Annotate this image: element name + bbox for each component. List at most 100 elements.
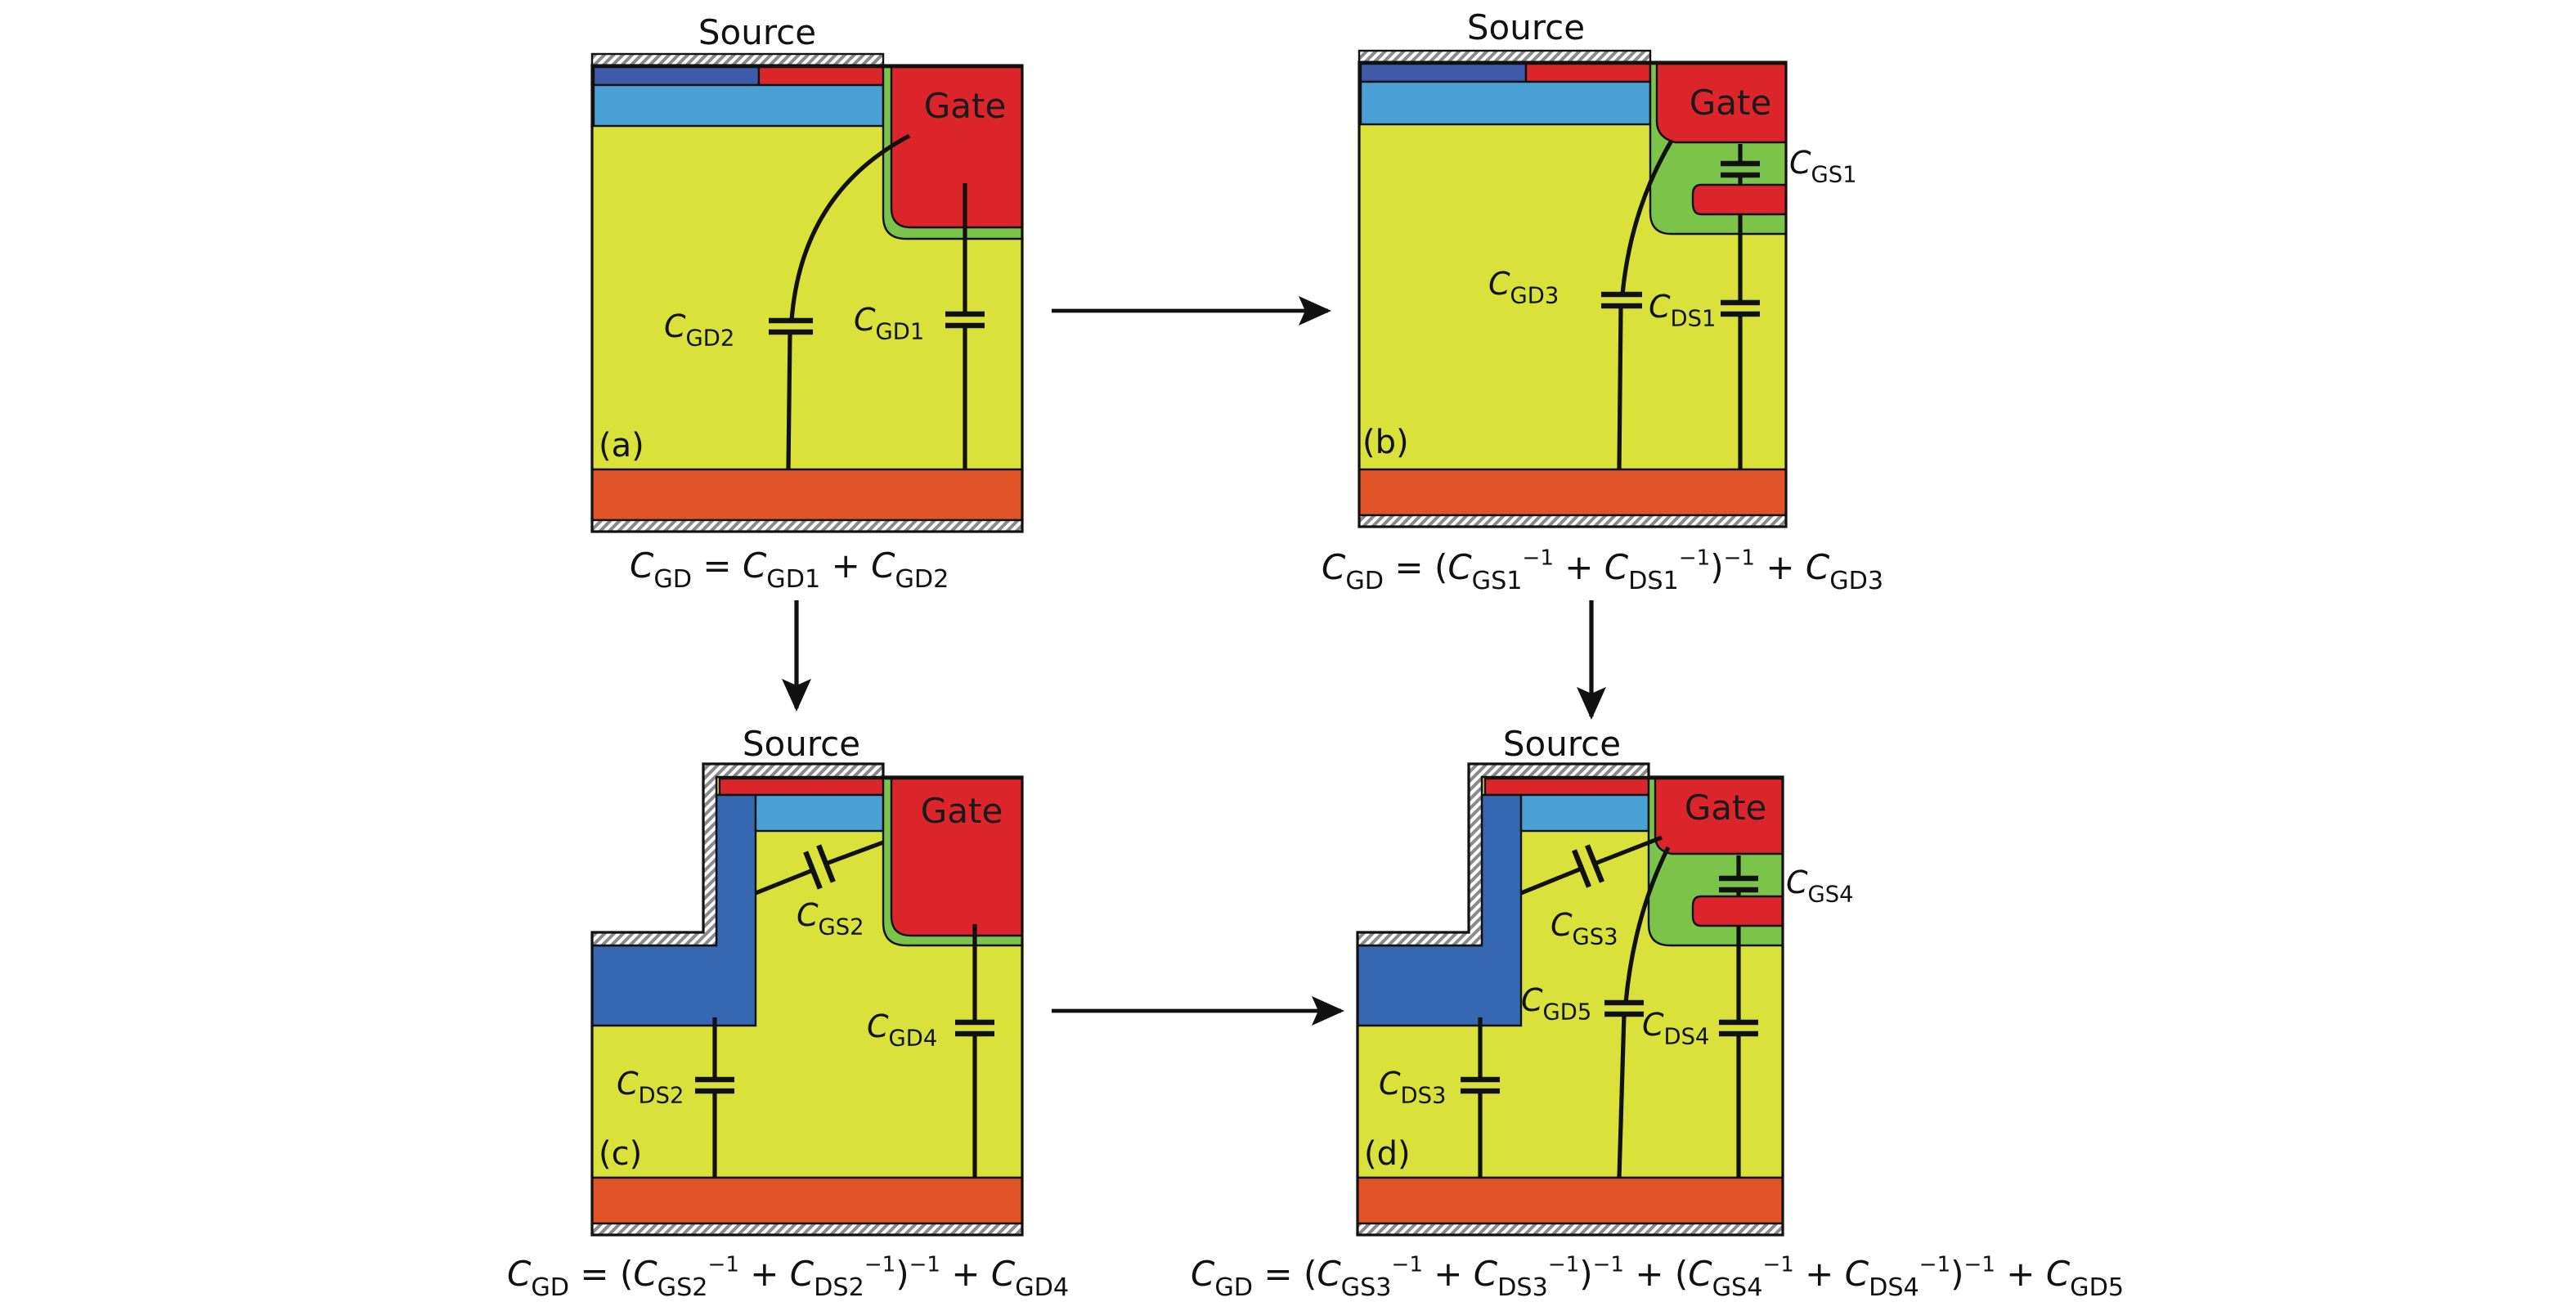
superscript: −1 xyxy=(1919,1252,1950,1277)
panel-c: Source Gate CGS2​ CGD4​ xyxy=(507,724,1069,1302)
superscript: −1 xyxy=(1593,1252,1624,1277)
p-body xyxy=(1519,793,1650,833)
subscript: DS1 xyxy=(1671,307,1717,332)
superscript: −1 xyxy=(909,1252,940,1277)
gate-electrode xyxy=(1654,777,1784,855)
source-label: Source xyxy=(1503,724,1621,764)
subscript: DS3 xyxy=(1497,1273,1548,1302)
subscript: GD1 xyxy=(876,320,925,345)
superscript: −1 xyxy=(864,1252,895,1277)
symbol-c: C xyxy=(1551,907,1573,943)
operator: + ( xyxy=(1624,1254,1688,1294)
subscript: GD2 xyxy=(686,326,735,352)
symbol-c: C xyxy=(1649,289,1671,325)
symbol-c: C xyxy=(1604,547,1629,587)
symbol-c: C xyxy=(1447,547,1472,587)
label-cgs3: CGS3​ xyxy=(1551,907,1618,950)
capacitor-cgd3 xyxy=(1601,139,1674,470)
operator: + xyxy=(820,546,871,586)
subscript: GD xyxy=(1214,1273,1253,1302)
symbol-c: C xyxy=(871,546,895,586)
paren: ) xyxy=(1950,1254,1963,1294)
subscript: GS4 xyxy=(1712,1273,1763,1302)
capacitor-cgd1 xyxy=(945,183,985,469)
capacitor-cgs4-cds4 xyxy=(1719,855,1758,1178)
panel-a: Source Gate CGD2​ CGD1​ (a) CGD​ = CGD1​… xyxy=(590,12,1024,594)
device-outline xyxy=(590,762,1024,1237)
p-pillar xyxy=(590,793,757,1027)
symbol-c: C xyxy=(507,1254,532,1294)
subscript: GD5 xyxy=(2070,1273,2124,1302)
operator: + xyxy=(739,1254,790,1294)
gate-label: Gate xyxy=(1690,83,1772,123)
superscript: −1 xyxy=(708,1252,739,1277)
symbol-c: C xyxy=(1317,1254,1341,1294)
superscript: −1 xyxy=(1548,1252,1579,1277)
symbol-c: C xyxy=(991,1254,1016,1294)
symbol-c: C xyxy=(1688,1254,1712,1294)
capacitor-cds2 xyxy=(695,1017,734,1178)
source-label: Source xyxy=(743,724,860,764)
subscript: GD3 xyxy=(1510,284,1560,309)
subscript: GS4 xyxy=(1808,882,1854,908)
operator: = xyxy=(692,546,743,586)
n-plus-source xyxy=(757,65,885,87)
label-cds2: CDS2​ xyxy=(617,1066,684,1109)
symbol-c: C xyxy=(1642,1007,1664,1043)
symbol-c: C xyxy=(630,546,654,586)
source-label: Source xyxy=(698,12,816,52)
panel-d: Source Gate xyxy=(1191,724,2124,1302)
drain-metal xyxy=(1356,1222,1784,1237)
p-body xyxy=(754,793,885,833)
operator: + xyxy=(1423,1254,1474,1294)
symbol-c: C xyxy=(1789,145,1811,181)
symbol-c: C xyxy=(1488,266,1510,302)
subscript: DS4 xyxy=(1664,1025,1710,1050)
subscript: GD5 xyxy=(1543,1000,1592,1026)
equation-b: CGD​ = (CGS1−1​ + CDS1−1​)−1​ + CGD3​ xyxy=(1322,546,1883,595)
capacitor-cgd2 xyxy=(769,133,911,470)
superscript: −1 xyxy=(1762,1252,1793,1277)
label-cgs1: CGS1​ xyxy=(1789,145,1857,188)
drain-substrate xyxy=(1358,468,1788,517)
gate-electrode xyxy=(1655,62,1788,144)
capacitor-cgs3 xyxy=(1520,835,1663,896)
drain-substrate xyxy=(590,468,1024,522)
superscript: −1 xyxy=(1523,546,1554,570)
subscript: DS2 xyxy=(814,1273,864,1302)
symbol-c: C xyxy=(854,302,876,338)
symbol-c: C xyxy=(2046,1254,2071,1294)
label-cgd5: CGD5​ xyxy=(1521,982,1591,1026)
gate-label: Gate xyxy=(924,86,1007,126)
drain-substrate xyxy=(1356,1176,1784,1225)
equation-d: CGD​ = (CGS3−1​ + CDS3−1​)−1​ + (CGS4−1​… xyxy=(1191,1252,2124,1301)
subscript: GS2 xyxy=(819,915,864,941)
subscript: GD xyxy=(531,1273,569,1302)
capacitor-cgs1-cds1 xyxy=(1721,144,1760,469)
source-metal xyxy=(1358,49,1652,64)
subscript: DS4 xyxy=(1869,1273,1919,1302)
symbol-c: C xyxy=(664,308,686,344)
capacitor-cgd4 xyxy=(955,924,994,1178)
symbol-c: C xyxy=(1786,864,1808,900)
device-outline xyxy=(1358,61,1788,528)
p-body xyxy=(1359,80,1652,126)
subscript: GS1 xyxy=(1811,163,1857,188)
subscript: GD xyxy=(653,565,692,594)
p-body-contact xyxy=(592,65,761,87)
label-cgd4: CGD4​ xyxy=(867,1008,937,1052)
gate-electrode xyxy=(890,777,1024,937)
capacitor-cgd5 xyxy=(1604,846,1671,1179)
paren: ) xyxy=(1579,1254,1592,1294)
capacitor-cgs2 xyxy=(755,840,884,896)
symbol-c: C xyxy=(1379,1066,1401,1102)
subscript: DS2 xyxy=(639,1084,684,1109)
symbol-c: C xyxy=(633,1254,657,1294)
symbol-c: C xyxy=(867,1008,889,1044)
paren: ) xyxy=(895,1254,909,1294)
drain-metal xyxy=(1358,514,1788,528)
subscript: GD4 xyxy=(1015,1273,1069,1302)
label-cgd3: CGD3​ xyxy=(1488,266,1559,309)
subscript: DS3 xyxy=(1401,1084,1447,1109)
